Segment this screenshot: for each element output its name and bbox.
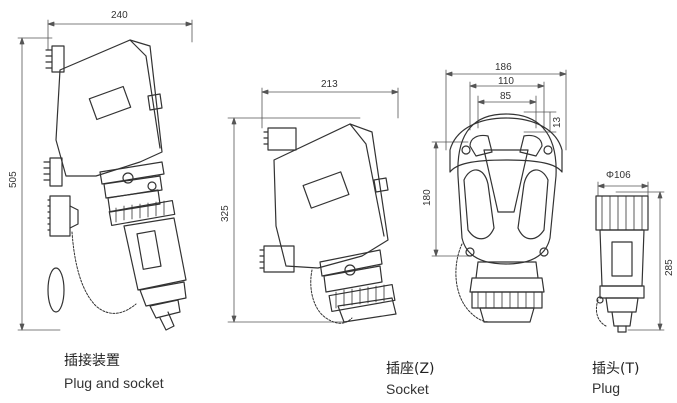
socket-bracket-upper: [263, 127, 297, 151]
sealing-gasket: [47, 267, 65, 313]
socket-screw: [344, 264, 356, 276]
plug-threaded-ring: [108, 199, 176, 227]
socket-chain: [310, 269, 353, 324]
socket-view: 213 325: [220, 79, 399, 324]
dimension-height-325: [227, 117, 361, 323]
dimension-label-phi106: Φ106: [606, 170, 631, 181]
caption-plug-en: Plug: [592, 380, 621, 396]
socket-housing: [55, 39, 163, 177]
plug-front-ring: [595, 195, 649, 231]
dimension-height-180: [431, 141, 471, 257]
dimension-label-85: 85: [500, 91, 512, 102]
dimension-width-240: [47, 19, 193, 51]
dimension-label-110: 110: [498, 76, 514, 87]
socket-housing-edge: [349, 123, 385, 237]
dimension-label-213: 213: [321, 79, 338, 90]
caption-plug-and-socket-zh: 插接装置: [64, 353, 120, 369]
socket-housing-body: [273, 123, 389, 269]
dimension-label-285: 285: [664, 259, 675, 276]
coupling-ring: [99, 161, 165, 213]
front-housing-rim: [449, 117, 563, 173]
front-body-lobes: [463, 169, 549, 240]
dimension-diameter-106: [597, 181, 649, 197]
front-lid-hinge: [469, 134, 543, 157]
dimension-label-240: 240: [111, 10, 128, 21]
plug-front-window: [611, 241, 633, 277]
front-coupling: [469, 261, 545, 293]
caption-plug-and-socket-en: Plug and socket: [64, 375, 164, 391]
socket-bracket-lower: [259, 245, 295, 273]
caption-plug-zh: 插头(T): [592, 361, 640, 377]
housing-side-panel: [129, 39, 161, 149]
front-chain: [455, 243, 491, 323]
front-view: 186 110 85 13: [422, 62, 567, 323]
front-lid: [483, 149, 529, 213]
dimension-width-186: [445, 69, 567, 151]
plug-front-cable: [617, 325, 627, 333]
socket-mouth: [337, 297, 397, 323]
plug-chain-anchor: [596, 296, 604, 304]
dimension-width-110: [469, 81, 545, 131]
dimension-label-13: 13: [552, 116, 563, 128]
dimension-label-186: 186: [495, 62, 512, 73]
caption-socket-en: Socket: [386, 381, 429, 397]
socket-side-gland: [373, 177, 389, 193]
plug-front-body: [599, 229, 645, 287]
caption-socket-zh: 插座(Z): [386, 361, 435, 377]
dimension-height-285: [615, 191, 665, 331]
plug-front-tail: [605, 297, 639, 327]
mounting-bracket-lower: [43, 157, 63, 187]
front-screw-left: [461, 145, 471, 155]
dimension-width-213: [261, 87, 399, 129]
socket-coupling: [319, 249, 383, 293]
plug-cable: [159, 311, 175, 331]
front-screw-right: [543, 145, 553, 155]
front-threaded-ring: [471, 291, 543, 309]
front-housing-outline: [457, 113, 557, 265]
mounting-bracket-upper: [45, 45, 65, 73]
nameplate: [88, 85, 132, 121]
dimension-label-325: 325: [220, 205, 231, 222]
housing-cable-gland: [147, 93, 163, 111]
plug-front-collar: [599, 285, 645, 299]
retaining-chain: [71, 231, 137, 314]
plug-and-socket-view: 240 505: [8, 10, 193, 331]
dimension-height-505: [17, 37, 61, 331]
plug-body: [123, 217, 187, 291]
plug-window: [136, 230, 162, 270]
front-mouth: [479, 307, 535, 323]
front-screw-bottom-right: [539, 247, 549, 257]
locking-screw-2: [147, 181, 157, 191]
socket-nameplate: [302, 171, 350, 209]
dimension-label-180: 180: [422, 189, 433, 206]
plug-tail: [139, 281, 187, 319]
dimension-label-505: 505: [8, 171, 19, 188]
plug-view: Φ106 285: [595, 170, 675, 333]
protective-cap: [47, 195, 79, 237]
front-screw-bottom-left: [465, 247, 475, 257]
plug-front-chain: [595, 299, 607, 327]
socket-threaded-ring: [328, 283, 396, 313]
locking-screw: [122, 172, 134, 184]
